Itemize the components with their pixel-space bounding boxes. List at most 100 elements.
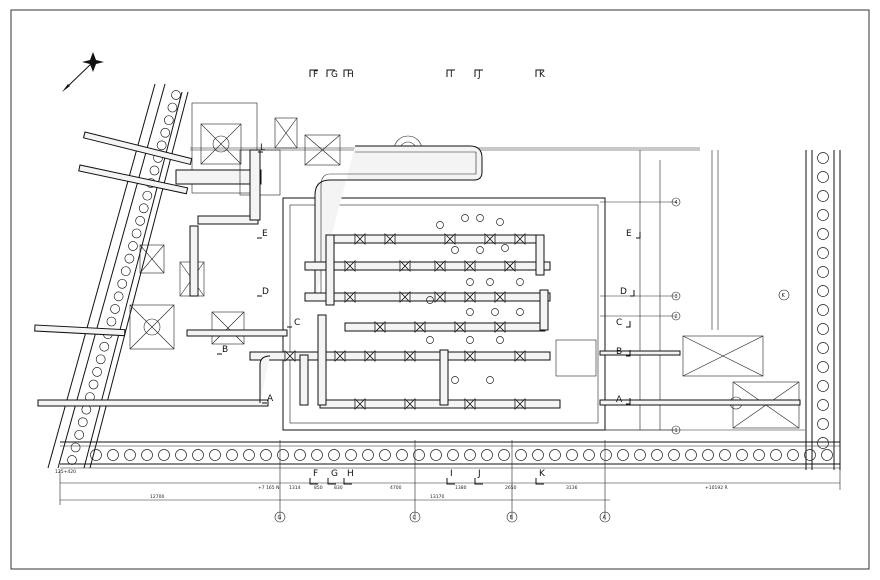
section-marker: I (446, 469, 455, 485)
valve-symbol (494, 291, 506, 303)
pile-circle (719, 449, 731, 461)
valve-symbol (464, 291, 476, 303)
svg-text:125+420: 125+420 (55, 469, 76, 475)
svg-text:C: C (413, 515, 417, 521)
valve-symbol (404, 398, 416, 410)
svg-text:3136: 3136 (566, 485, 578, 491)
svg-text:+10192 R: +10192 R (705, 485, 728, 491)
instrument-bubble (476, 246, 484, 254)
pile-circle (817, 285, 829, 297)
valve-symbol (399, 291, 411, 303)
pile-circle (160, 127, 171, 138)
pile-circle (736, 449, 748, 461)
section-marker: E (257, 229, 268, 239)
pile-circle (107, 449, 119, 461)
valve-symbol (444, 233, 456, 245)
pile-circle (95, 354, 106, 365)
section-marker: A (262, 394, 274, 404)
valve-symbol (404, 350, 416, 362)
svg-text:G: G (331, 469, 338, 479)
pile-circle (158, 449, 170, 461)
valve-symbol (374, 321, 386, 333)
svg-text:F: F (313, 70, 318, 80)
pile-circle (396, 449, 408, 461)
pile-circle (260, 449, 272, 461)
svg-text:1: 1 (675, 428, 678, 434)
instrument-bubble (466, 278, 474, 286)
section-marker: G (327, 469, 338, 485)
valve-symbol (399, 260, 411, 272)
pile-circle (209, 449, 221, 461)
section-marker: E (626, 229, 641, 239)
pile-circle (226, 449, 238, 461)
pile-circle (817, 209, 829, 221)
pile-circle (110, 304, 120, 314)
svg-text:J: J (477, 469, 481, 479)
pile-circle (277, 449, 289, 461)
svg-text:B: B (510, 515, 514, 521)
pile-circle (149, 165, 160, 176)
instrument-bubble (451, 246, 459, 254)
section-marker: L (258, 143, 265, 153)
valve-symbol (484, 233, 496, 245)
pile-circle (464, 449, 476, 461)
drawing-border (10, 9, 870, 570)
svg-text:K: K (782, 293, 786, 299)
pile-circle (90, 449, 102, 461)
svg-text:L: L (260, 143, 265, 153)
svg-text:A: A (603, 515, 607, 521)
pile-circle (817, 266, 829, 278)
pile-circle (77, 417, 88, 428)
pile-circle (817, 304, 829, 316)
valve-symbol (344, 260, 356, 272)
section-marker: K (535, 469, 546, 485)
bottom-wall (60, 441, 840, 469)
section-marker: K (535, 69, 546, 80)
instrument-bubble (486, 376, 494, 384)
pile-circle (617, 449, 629, 461)
instrument-bubble (476, 214, 484, 222)
grid-bubble: K (778, 289, 790, 301)
section-marker: F (309, 469, 318, 485)
svg-text:G: G (278, 515, 282, 521)
grid-bubble: C (409, 511, 421, 523)
pile-circle (668, 449, 680, 461)
pile-circle (171, 90, 181, 100)
pile-circle (770, 449, 782, 461)
svg-text:B: B (222, 345, 228, 355)
svg-text:4: 4 (675, 200, 678, 206)
pile-circle (328, 449, 340, 461)
pile-circle (817, 418, 829, 430)
pile-circle (106, 316, 117, 327)
svg-text:H: H (347, 70, 354, 80)
pile-circle (413, 449, 425, 461)
pile-circle (817, 228, 829, 240)
svg-text:K: K (539, 70, 546, 80)
pile-circle (175, 449, 187, 461)
svg-text:A: A (267, 394, 274, 404)
pile-circle (117, 278, 128, 289)
pile-circle (294, 449, 306, 461)
pile-circle (804, 449, 816, 461)
pile-circle (702, 449, 714, 461)
row-bubbles: 4 3 2 1 K (671, 197, 790, 435)
valve-symbol (334, 350, 346, 362)
pile-circle (634, 449, 646, 461)
pile-circle (131, 228, 142, 239)
pile-circle (99, 341, 110, 352)
pile-circle (120, 266, 131, 277)
grid-bubble: 3 (671, 291, 681, 301)
pile-circle (141, 449, 153, 461)
pile-circle (128, 241, 138, 251)
section-marker: D (620, 287, 635, 297)
svg-text:I: I (450, 469, 453, 479)
svg-text:12700: 12700 (150, 494, 164, 500)
pile-circle (600, 449, 612, 461)
pile-circle (787, 449, 799, 461)
pile-circle (817, 399, 829, 411)
pile-circle (138, 203, 149, 214)
pile-circle (156, 140, 167, 151)
svg-text:G: G (331, 70, 338, 80)
pile-circle (566, 449, 578, 461)
valve-symbol (434, 260, 446, 272)
